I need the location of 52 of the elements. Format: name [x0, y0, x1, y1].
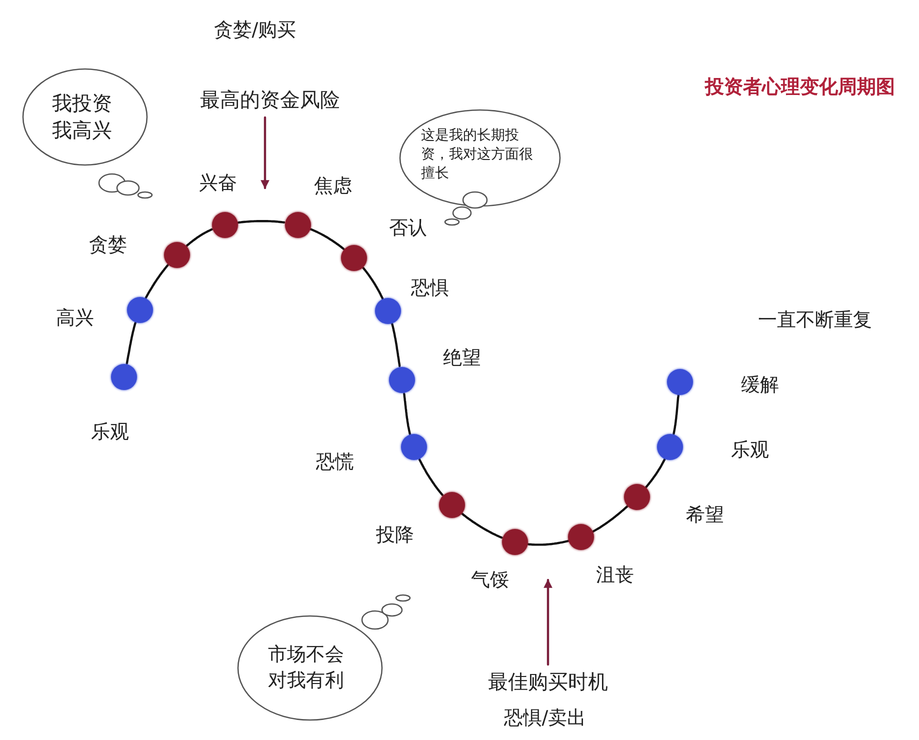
emotion-label: 希望 — [686, 503, 724, 528]
emotion-label: 投降 — [376, 523, 414, 548]
curve-segment — [645, 458, 666, 488]
emotion-label: 贪婪 — [89, 233, 127, 258]
emotion-label: 恐惧 — [411, 276, 449, 301]
arrow — [260, 116, 270, 190]
dot — [502, 529, 528, 555]
dot — [401, 434, 427, 460]
emotion-label: 焦虑 — [314, 174, 352, 199]
dot — [657, 434, 683, 460]
emotion-label: 绝望 — [443, 346, 481, 371]
dot — [568, 524, 594, 550]
emotion-label: 缓解 — [741, 373, 779, 398]
label: 恐惧/卖出 — [504, 706, 586, 731]
dot — [127, 297, 153, 323]
dot — [164, 242, 190, 268]
emotion-label: 恐慌 — [316, 450, 354, 475]
dot — [285, 212, 311, 238]
label: 一直不断重复 — [758, 308, 872, 333]
curve-segment — [186, 228, 213, 247]
curve-segment — [527, 540, 570, 546]
curve-segment — [672, 394, 680, 435]
emotion-label: 高兴 — [56, 306, 94, 331]
curve-segment — [460, 512, 503, 539]
curve-segment — [592, 505, 628, 532]
dot — [624, 484, 650, 510]
dot — [212, 212, 238, 238]
dot — [375, 298, 401, 324]
callout-text: 最佳购买时机 — [488, 668, 608, 696]
curve-segment — [403, 392, 412, 436]
curve-segment — [237, 220, 286, 224]
emotion-label: 乐观 — [91, 420, 129, 445]
dot — [667, 369, 693, 395]
dot — [341, 245, 367, 271]
dot — [389, 367, 415, 393]
curve-segment — [418, 458, 444, 496]
callout-text: 最高的资金风险 — [200, 86, 340, 114]
emotion-label: 乐观 — [731, 438, 769, 463]
title: 投资者心理变化周期图 — [705, 75, 895, 100]
dot — [111, 364, 137, 390]
curve-segment — [126, 322, 137, 364]
curve-segment — [144, 264, 169, 299]
curve-segment — [362, 266, 384, 300]
arrow — [544, 578, 552, 666]
curve-segment — [391, 322, 401, 368]
dot — [439, 492, 465, 518]
emotion-label: 兴奋 — [199, 171, 237, 196]
emotion-label: 气馁 — [471, 568, 509, 593]
emotion-label: 沮丧 — [596, 563, 634, 588]
curve-segment — [310, 228, 345, 250]
emotion-label: 否认 — [389, 216, 427, 241]
label: 贪婪/购买 — [214, 18, 296, 43]
